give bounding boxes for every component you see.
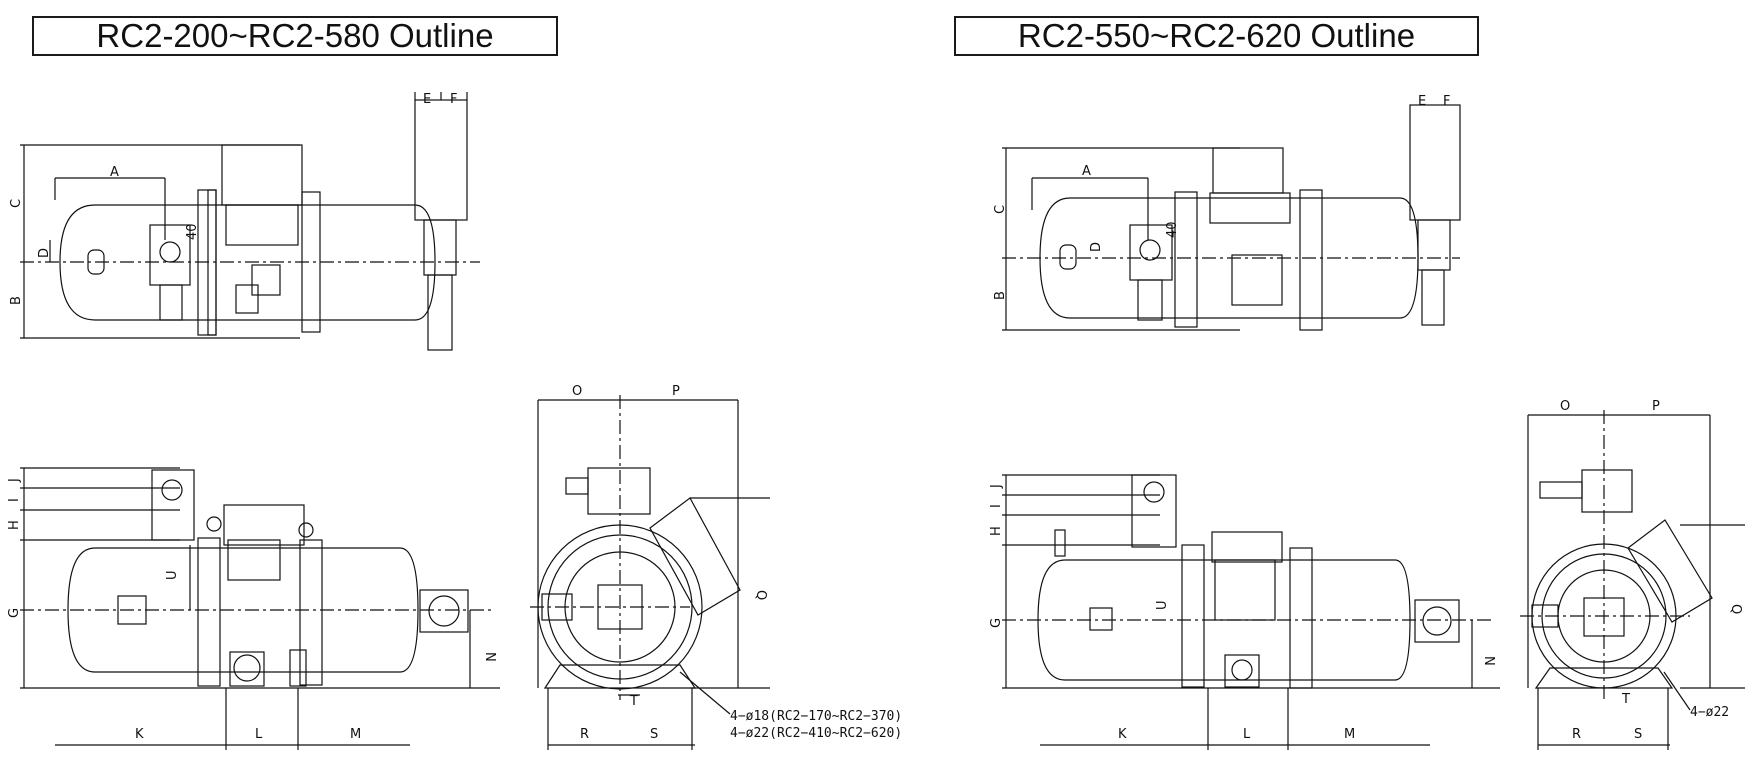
dim-C: C (9, 199, 24, 208)
left-top-view (20, 92, 480, 351)
dim-L: L (255, 727, 263, 742)
dim-R: R (1572, 727, 1581, 742)
dim-40: 40 (185, 223, 200, 240)
dim-K: K (135, 727, 144, 742)
dim-Q: Q (753, 590, 768, 600)
dim-E: E (1418, 94, 1426, 109)
dim-N: N (1481, 656, 1496, 666)
note-leader (1663, 671, 1691, 711)
dim-D: D (37, 248, 52, 258)
dim-N: N (482, 652, 497, 662)
dim-I: I (7, 498, 22, 502)
dim-K: K (1118, 727, 1127, 742)
dim-F: F (450, 92, 457, 107)
left-end-view (530, 395, 770, 750)
dim-H: H (989, 526, 1004, 536)
right-end-view-labels: O P Q R S T (1560, 399, 1743, 742)
dim-T: T (1621, 692, 1630, 707)
dim-F: F (1443, 94, 1450, 109)
dim-A: A (110, 165, 119, 180)
dim-J: J (7, 478, 22, 483)
dim-G: G (7, 608, 22, 618)
dim-C: C (993, 205, 1008, 214)
dim-U: U (165, 570, 180, 580)
dim-H: H (7, 520, 22, 530)
right-side-view-labels: J I H G U N K L M (989, 484, 1496, 742)
dim-G: G (989, 618, 1004, 628)
left-end-view-labels: O P Q R S T (572, 384, 768, 742)
dim-B: B (9, 296, 24, 305)
dim-E: E (423, 92, 431, 107)
mounting-hole-note: 4−ø22 (1690, 705, 1729, 720)
left-outline-title: RC2-200~RC2-580 Outline (32, 16, 558, 56)
dim-D: D (1089, 242, 1104, 252)
dim-J: J (989, 484, 1004, 489)
dim-U: U (1155, 600, 1170, 610)
right-end-view (1520, 410, 1745, 750)
dim-S: S (650, 727, 658, 742)
mounting-hole-note-2: 4−ø22(RC2−410~RC2−620) (730, 726, 902, 741)
dim-B: B (993, 291, 1008, 300)
note-leader (679, 671, 731, 715)
dim-M: M (1344, 727, 1355, 742)
mounting-hole-note-1: 4−ø18(RC2−170~RC2−370) (730, 709, 902, 724)
dim-M: M (350, 727, 361, 742)
dim-T: T (629, 694, 638, 709)
left-top-view-labels: A B C D E F 40 (9, 92, 457, 305)
dim-40: 40 (1165, 221, 1180, 238)
right-side-view (1002, 474, 1500, 750)
dim-O: O (572, 384, 582, 399)
left-side-view-labels: J I H G U N K L M (7, 478, 497, 742)
dim-Q: Q (1728, 604, 1743, 614)
left-side-view (20, 467, 500, 750)
dim-P: P (672, 384, 680, 399)
right-outline-title: RC2-550~RC2-620 Outline (954, 16, 1479, 56)
dim-R: R (580, 727, 589, 742)
dim-S: S (1634, 727, 1642, 742)
right-top-view (1002, 104, 1461, 331)
dim-P: P (1652, 399, 1660, 414)
dim-O: O (1560, 399, 1570, 414)
dim-A: A (1082, 164, 1091, 179)
dim-L: L (1243, 727, 1251, 742)
right-top-view-labels: A B C D E F 40 (993, 94, 1450, 300)
dim-I: I (989, 504, 1004, 508)
